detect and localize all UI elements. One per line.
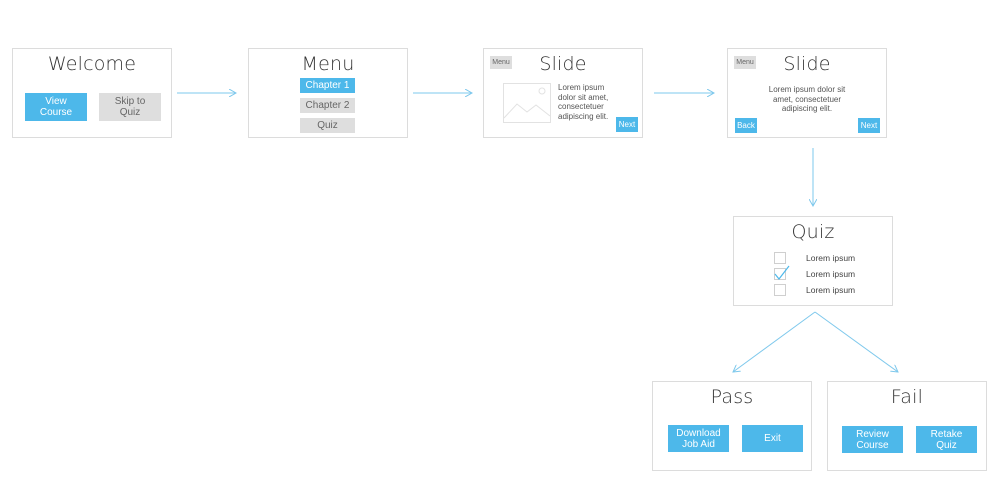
download-job-aid-button[interactable]: Download Job Aid bbox=[668, 425, 729, 452]
slide-1-body-text: Lorem ipsum dolor sit amet, consectetuer… bbox=[558, 83, 609, 121]
exit-button[interactable]: Exit bbox=[742, 425, 803, 452]
retake-quiz-button[interactable]: Retake Quiz bbox=[916, 426, 977, 453]
skip-to-quiz-button[interactable]: Skip to Quiz bbox=[99, 93, 161, 121]
menu-card: Menu Chapter 1 Chapter 2 Quiz bbox=[248, 48, 408, 138]
quiz-option-1-label: Lorem ipsum bbox=[806, 253, 856, 263]
quiz-option-2-checkbox[interactable] bbox=[774, 265, 790, 280]
chapter-1-button[interactable]: Chapter 1 bbox=[300, 78, 355, 93]
arrow-quiz-to-fail bbox=[814, 311, 898, 372]
fail-card: Fail Review Course Retake Quiz bbox=[827, 381, 987, 471]
view-course-button[interactable]: View Course bbox=[25, 93, 87, 121]
arrow-quiz-to-pass bbox=[733, 311, 816, 372]
slide-card-2: Menu Slide Lorem ipsum dolor sit amet, c… bbox=[727, 48, 887, 138]
quiz-option-3-label: Lorem ipsum bbox=[806, 285, 856, 295]
slide-2-back-button[interactable]: Back bbox=[735, 118, 757, 133]
quiz-option-2[interactable]: Lorem ipsum bbox=[774, 265, 856, 280]
slide-2-menu-button[interactable]: Menu bbox=[734, 56, 756, 69]
menu-title: Menu bbox=[301, 53, 355, 75]
quiz-option-3-checkbox[interactable] bbox=[774, 284, 786, 296]
quiz-option-1[interactable]: Lorem ipsum bbox=[774, 252, 855, 264]
image-placeholder-icon bbox=[503, 83, 551, 123]
chapter-2-button[interactable]: Chapter 2 bbox=[300, 98, 355, 113]
quiz-menu-button[interactable]: Quiz bbox=[300, 118, 355, 133]
slide-2-next-button[interactable]: Next bbox=[858, 118, 880, 133]
pass-card: Pass Download Job Aid Exit bbox=[652, 381, 812, 471]
slide-1-menu-button[interactable]: Menu bbox=[490, 56, 512, 69]
quiz-option-2-label: Lorem ipsum bbox=[806, 269, 856, 279]
welcome-title: Welcome bbox=[47, 53, 137, 75]
quiz-title: Quiz bbox=[791, 221, 835, 243]
fail-title: Fail bbox=[890, 386, 924, 408]
slide-1-next-button[interactable]: Next bbox=[616, 117, 638, 132]
welcome-card: Welcome View Course Skip to Quiz bbox=[12, 48, 172, 138]
quiz-option-3[interactable]: Lorem ipsum bbox=[774, 284, 855, 296]
pass-title: Pass bbox=[710, 386, 754, 408]
checkmark-icon bbox=[774, 265, 790, 280]
slide-card-1: Menu Slide Lorem ipsum dolor sit amet, c… bbox=[483, 48, 643, 138]
slide-2-title: Slide bbox=[783, 53, 831, 75]
slide-2-body-text: Lorem ipsum dolor sit amet, consectetuer… bbox=[768, 85, 846, 113]
review-course-button[interactable]: Review Course bbox=[842, 426, 903, 453]
quiz-option-1-checkbox[interactable] bbox=[774, 252, 786, 264]
slide-1-title: Slide bbox=[539, 53, 587, 75]
quiz-card: Quiz Lorem ipsum Lorem ipsum Lorem ipsum bbox=[733, 216, 893, 306]
